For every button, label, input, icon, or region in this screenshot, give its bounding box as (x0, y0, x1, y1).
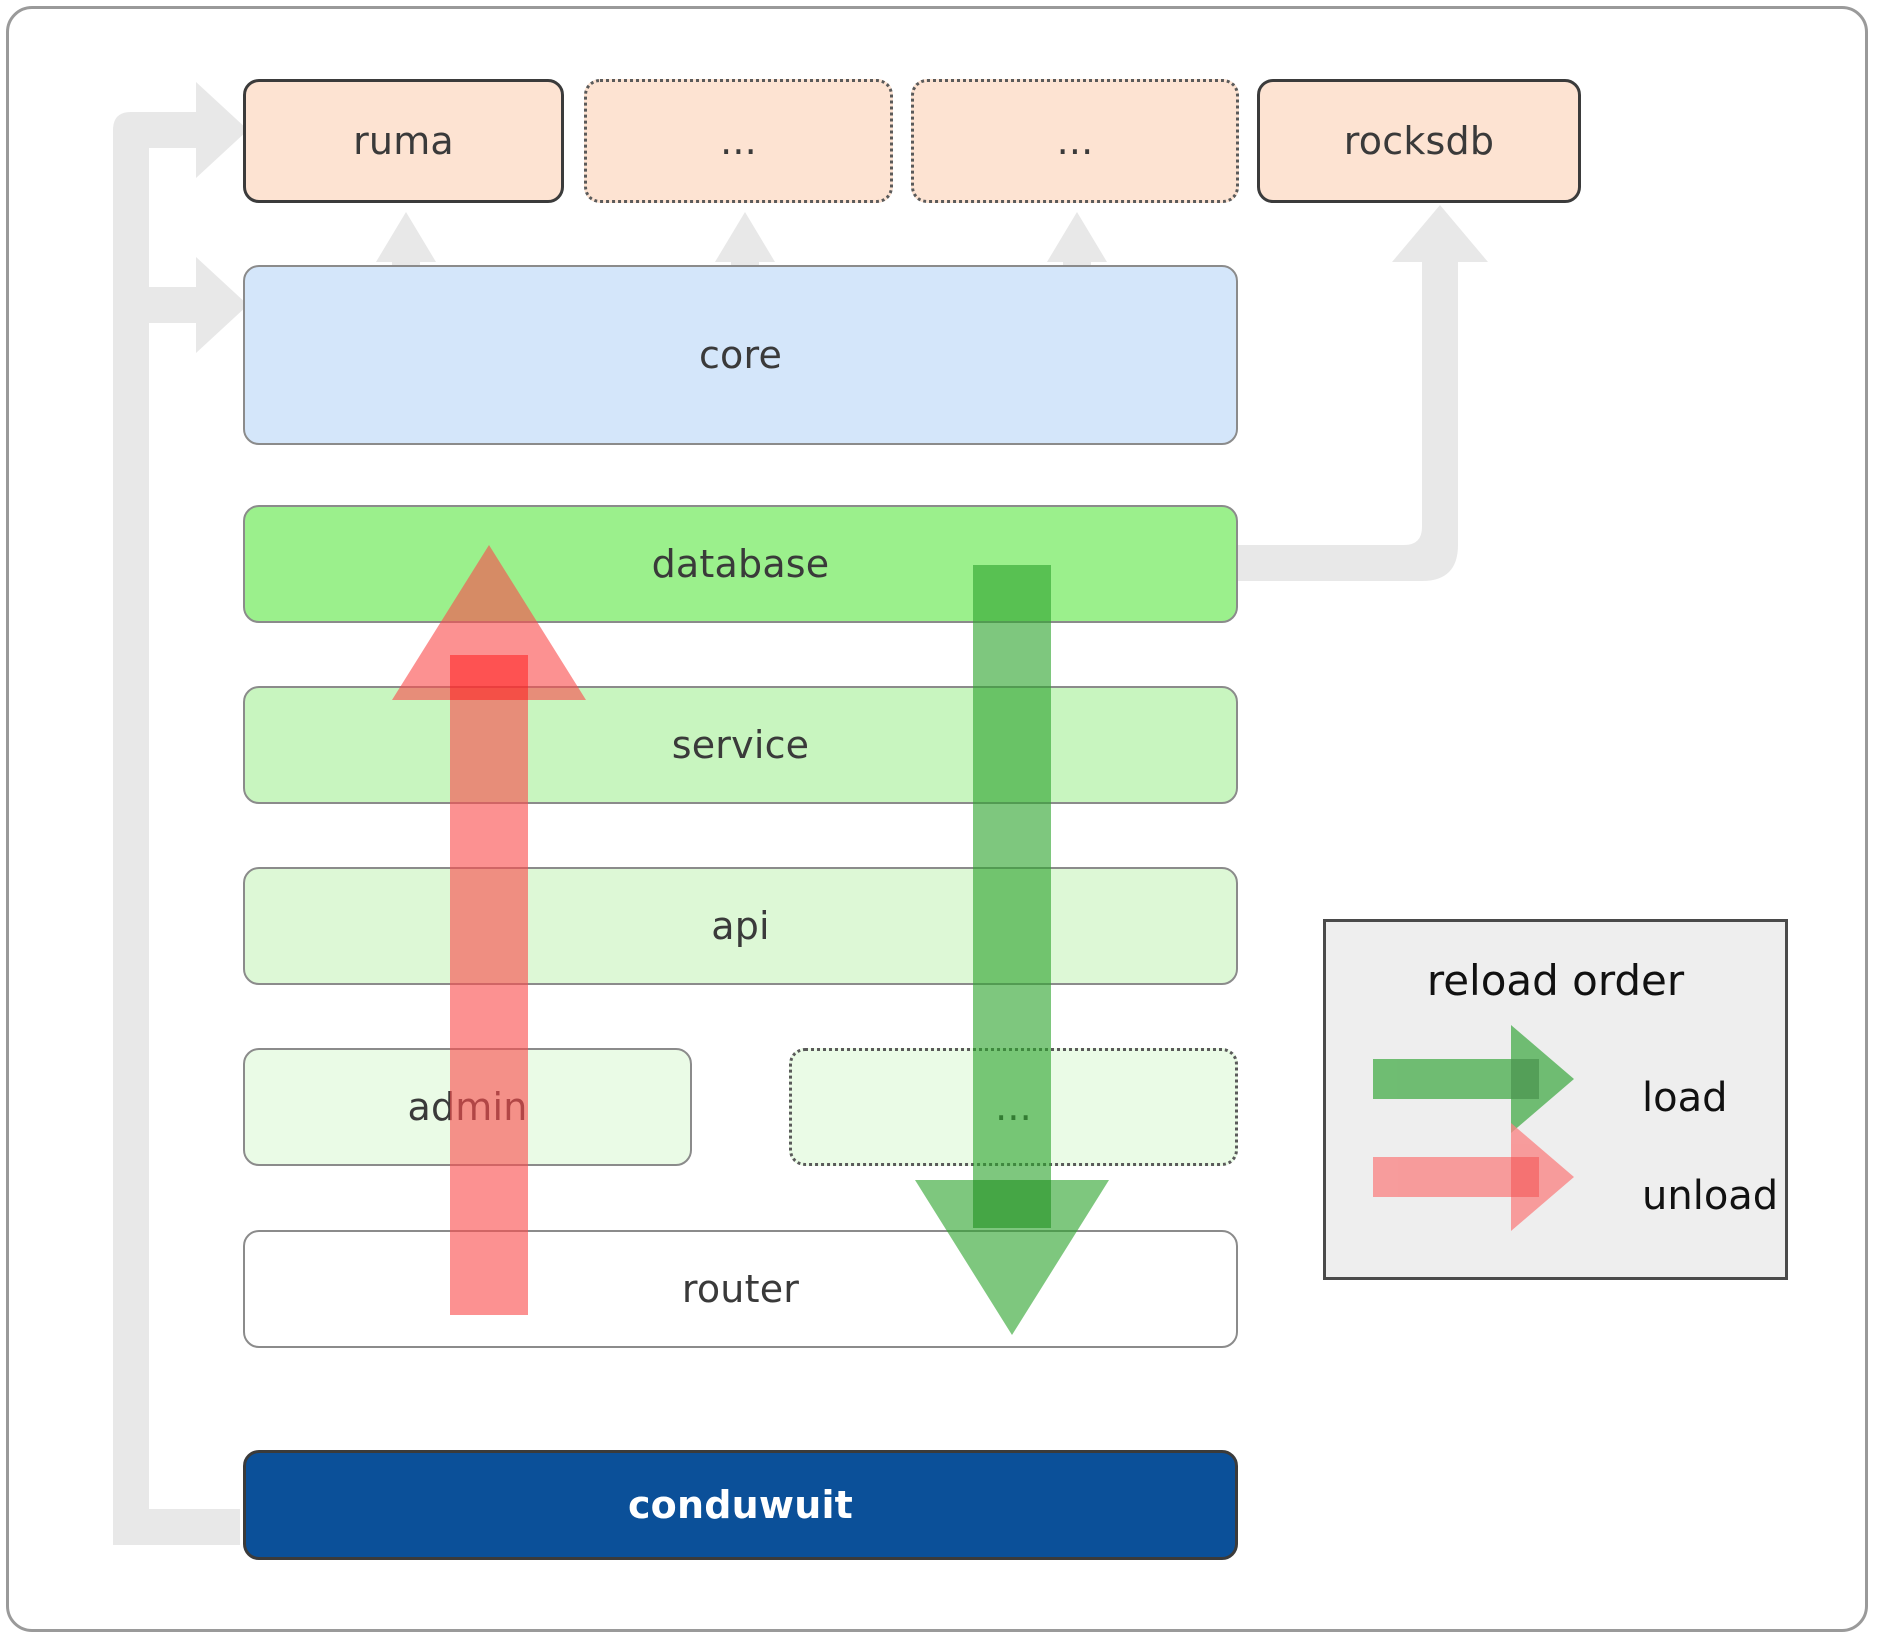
node-core[interactable]: core (243, 265, 1238, 445)
node-dots-1[interactable]: ... (584, 79, 893, 203)
legend-unload-arrow-shape (1373, 1123, 1574, 1231)
node-api[interactable]: api (243, 867, 1238, 985)
node-dots-3[interactable]: ... (789, 1048, 1238, 1166)
node-ruma[interactable]: ruma (243, 79, 564, 203)
node-database-label: database (651, 542, 830, 586)
legend-reload-order: reload order load unload (1323, 919, 1788, 1280)
legend-title: reload order (1426, 956, 1685, 1005)
legend-label-load: load (1642, 1075, 1728, 1121)
node-dots-1-label: ... (720, 119, 757, 163)
legend-load-arrow-shape (1373, 1025, 1574, 1133)
node-database[interactable]: database (243, 505, 1238, 623)
node-admin-label: admin (407, 1085, 528, 1129)
node-router-label: router (681, 1267, 800, 1311)
node-router[interactable]: router (243, 1230, 1238, 1348)
legend-unload-arrow-icon (1373, 1123, 1574, 1231)
node-dots-2[interactable]: ... (911, 79, 1239, 203)
node-dots-2-label: ... (1056, 119, 1094, 163)
node-conduwuit[interactable]: conduwuit (243, 1450, 1238, 1560)
legend-arrow-swatches (1373, 1025, 1574, 1231)
node-rocksdb[interactable]: rocksdb (1257, 79, 1581, 203)
node-core-label: core (698, 333, 783, 377)
node-service[interactable]: service (243, 686, 1238, 804)
node-rocksdb-label: rocksdb (1343, 119, 1495, 163)
node-admin[interactable]: admin (243, 1048, 692, 1166)
legend-label-unload: unload (1642, 1173, 1779, 1219)
node-api-label: api (711, 904, 770, 948)
node-dots-3-label: ... (995, 1085, 1032, 1129)
legend-load-arrow-notch (1511, 1059, 1539, 1099)
node-service-label: service (671, 723, 810, 767)
legend-unload-arrow-notch (1511, 1157, 1539, 1197)
diagram-frame (6, 6, 1868, 1632)
legend-load-arrow-icon (1373, 1025, 1574, 1133)
node-ruma-label: ruma (353, 119, 454, 163)
node-conduwuit-label: conduwuit (627, 1483, 854, 1527)
